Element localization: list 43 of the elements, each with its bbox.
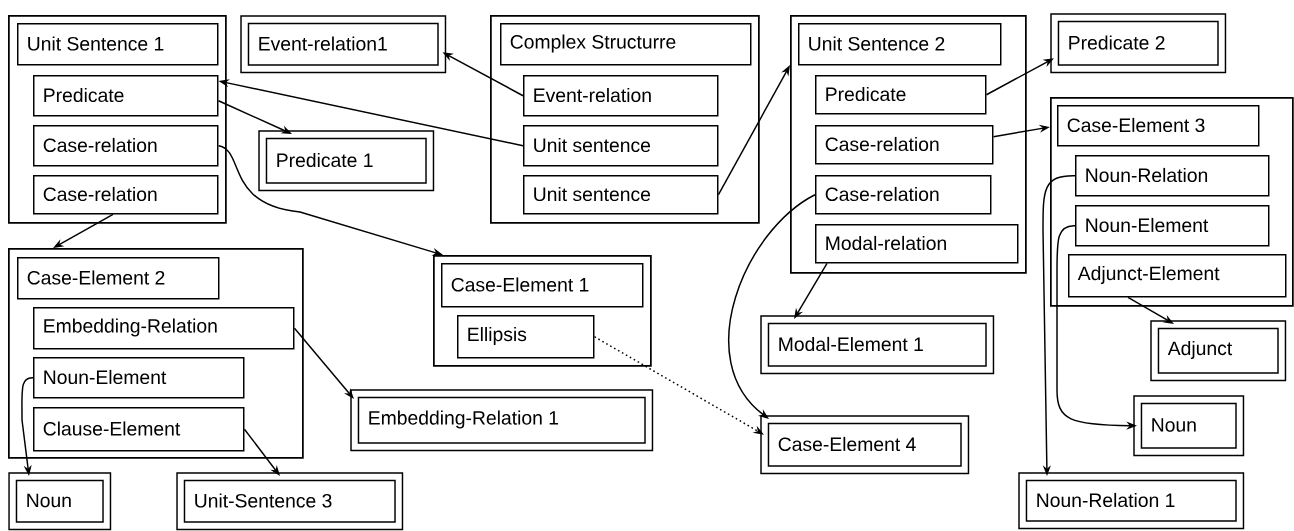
double-box: Adjunct — [1150, 320, 1287, 382]
group-frame — [8, 15, 227, 224]
label-box: Case-relation — [815, 175, 992, 215]
label-box: Adjunct-Element — [1068, 254, 1287, 298]
label-box: Case-Element 3 — [1057, 105, 1260, 147]
double-box: Noun-Relation 1 — [1018, 472, 1245, 530]
label-box: Noun-Element — [1075, 205, 1270, 247]
label-box: Predicate — [815, 75, 987, 115]
arrow — [727, 194, 816, 419]
label-box: Predicate — [33, 75, 219, 117]
label-box: Unit Sentence 2 — [798, 23, 1002, 66]
label-box: Case-Element 1 — [441, 263, 644, 308]
group-frame — [490, 15, 760, 224]
label-box: Clause-Element — [33, 407, 245, 452]
arrow — [243, 428, 280, 476]
double-box: Case-Element 4 — [760, 415, 970, 475]
label-box: Unit sentence — [523, 175, 719, 215]
group-frame — [1050, 97, 1294, 307]
group-frame — [433, 255, 652, 367]
double-box: Modal-Element 1 — [760, 315, 995, 375]
label-box: Case-Element 2 — [17, 257, 220, 300]
double-box: Noun — [1133, 395, 1245, 457]
double-box: Event-relation1 — [240, 15, 447, 74]
label-box: Embedding-Relation — [33, 307, 295, 350]
double-box: Noun — [8, 472, 112, 531]
label-box: Event-relation — [523, 75, 719, 117]
double-box: Predicate 2 — [1050, 13, 1227, 74]
label-box: Case-relation — [815, 125, 994, 165]
group-frame — [8, 248, 304, 459]
group-frame — [790, 15, 1027, 274]
arrow — [293, 327, 354, 399]
label-box: Unit sentence — [523, 125, 719, 167]
label-box: Case-relation — [33, 175, 219, 215]
label-box: Case-relation — [33, 125, 219, 167]
double-box: Predicate 1 — [258, 130, 435, 192]
double-box: Embedding-Relation 1 — [350, 389, 654, 452]
double-box: Unit-Sentence 3 — [176, 472, 404, 531]
label-box: Noun-Relation — [1075, 155, 1270, 197]
label-box: Unit Sentence 1 — [17, 23, 219, 66]
label-box: Modal-relation — [815, 224, 1019, 264]
label-box: Noun-Element — [33, 357, 245, 399]
label-box: Ellipsis — [457, 315, 595, 359]
label-box: Complex Structurre — [500, 23, 752, 66]
